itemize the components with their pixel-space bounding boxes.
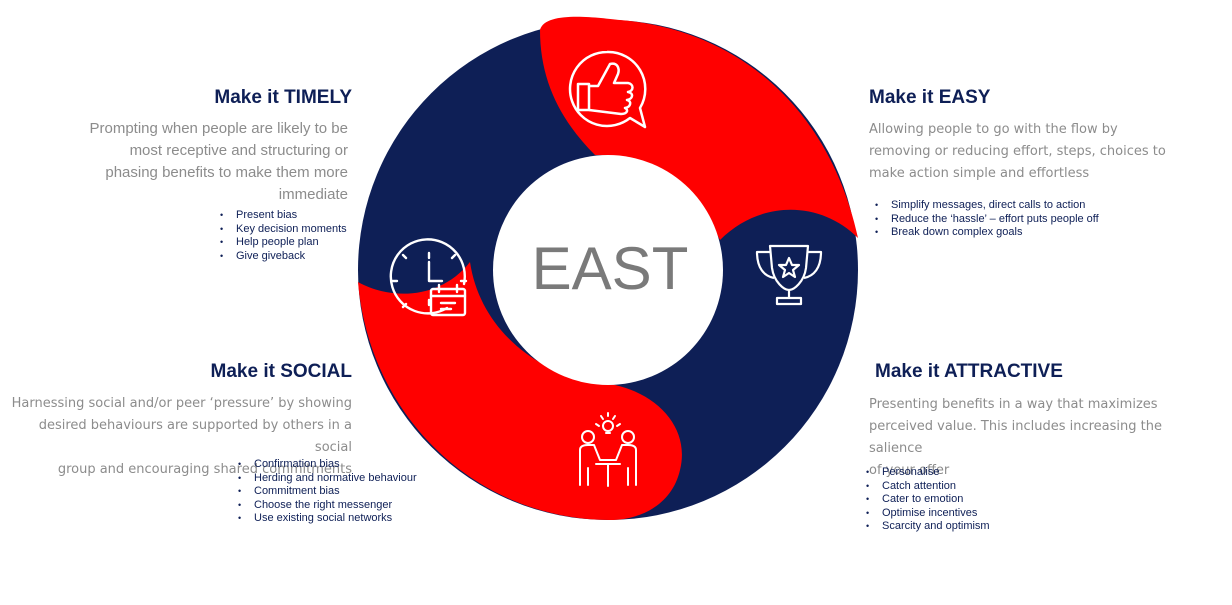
list-item: Give giveback [218, 250, 347, 264]
social-panel: Make it SOCIAL [60, 361, 352, 383]
ring-inner-hole [493, 155, 723, 385]
desc-line: Presenting benefits in a way that maximi… [869, 397, 1158, 412]
list-item: Help people plan [218, 236, 347, 250]
list-item: Catch attention [864, 480, 990, 494]
list-item: Scarcity and optimism [864, 520, 990, 534]
clock-calendar-icon [389, 238, 468, 317]
attractive-panel: Make it ATTRACTIVE [875, 361, 1195, 383]
list-item: Use existing social networks [236, 512, 417, 526]
desc-line: Allowing people to go with the flow by [869, 122, 1118, 137]
desc-line: phasing benefits to make them more [105, 164, 348, 181]
easy-bullets: Simplify messages, direct calls to actio… [873, 199, 1099, 240]
easy-panel: Make it EASY [869, 87, 1199, 109]
list-item: Simplify messages, direct calls to actio… [873, 199, 1099, 213]
desc-line: make action simple and effortless [869, 166, 1090, 181]
attractive-bullets: Personalise Catch attention Cater to emo… [864, 466, 990, 534]
easy-description: Allowing people to go with the flow by r… [869, 119, 1209, 185]
timely-description: Prompting when people are likely to be m… [40, 118, 349, 206]
timely-heading: Make it TIMELY [214, 87, 352, 108]
thumbs-up-speech-bubble-icon [568, 50, 647, 129]
list-item: Choose the right messenger [236, 499, 417, 513]
desc-line: desired behaviours are supported by othe… [38, 418, 352, 455]
social-bullets: Confirmation bias Herding and normative … [236, 458, 417, 526]
list-item: Personalise [864, 466, 990, 480]
list-item: Confirmation bias [236, 458, 417, 472]
timely-panel: Make it TIMELY [60, 87, 352, 109]
list-item: Commitment bias [236, 485, 417, 499]
timely-bullets: Present bias Key decision moments Help p… [218, 209, 347, 263]
trophy-star-icon [755, 244, 823, 306]
list-item: Break down complex goals [873, 226, 1099, 240]
easy-heading: Make it EASY [869, 87, 991, 108]
desc-line: perceived value. This includes increasin… [869, 419, 1162, 456]
ring-red-bottom-segment [358, 262, 682, 520]
list-item: Herding and normative behaviour [236, 472, 417, 486]
desc-line: most receptive and structuring or [129, 142, 348, 159]
desc-line: Prompting when people are likely to be [89, 120, 349, 137]
desc-line: Harnessing social and/or peer ‘pressure’… [11, 396, 352, 411]
list-item: Optimise incentives [864, 507, 990, 521]
attractive-heading: Make it ATTRACTIVE [875, 361, 1063, 382]
center-label: EAST [531, 235, 689, 302]
list-item: Cater to emotion [864, 493, 990, 507]
desc-line: removing or reducing effort, steps, choi… [869, 144, 1166, 159]
desc-line: immediate [278, 186, 348, 203]
people-idea-table-icon [579, 412, 637, 487]
list-item: Present bias [218, 209, 347, 223]
list-item: Reduce the ‘hassle’ – effort puts people… [873, 213, 1099, 227]
social-heading: Make it SOCIAL [210, 361, 352, 382]
list-item: Key decision moments [218, 223, 347, 237]
